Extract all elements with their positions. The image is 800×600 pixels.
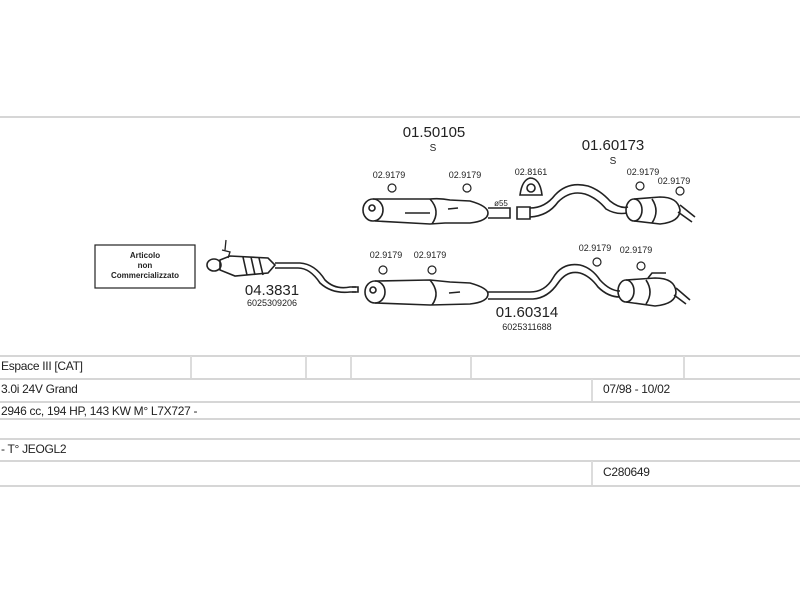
col-divider xyxy=(591,461,593,485)
kit-code[interactable]: C280649 xyxy=(603,465,650,479)
rear-silencer-upper xyxy=(516,183,696,225)
row-divider xyxy=(0,418,800,420)
diameter-label: ø55 xyxy=(494,199,508,208)
part-code-cat[interactable]: 04.3831 xyxy=(245,282,299,299)
not-sold-line: non xyxy=(138,261,153,270)
row-divider xyxy=(0,378,800,380)
not-sold-line: Articolo xyxy=(130,251,160,260)
part-code-rear-upper[interactable]: 01.60173 xyxy=(582,137,645,154)
part-code-mount[interactable]: 02.9179 xyxy=(620,245,653,255)
front-silencer-upper xyxy=(362,197,511,225)
rear-silencer-lower xyxy=(617,272,691,307)
row-divider xyxy=(0,355,800,357)
part-code-lower[interactable]: 01.60314 xyxy=(496,304,559,321)
part-code-front-upper[interactable]: 01.50105 xyxy=(403,124,466,141)
part-code-mount[interactable]: 02.9179 xyxy=(579,243,612,253)
row-divider xyxy=(0,460,800,462)
part-suffix: S xyxy=(610,156,617,167)
part-code-mount[interactable]: 02.9179 xyxy=(449,170,482,180)
part-code-mount[interactable]: 02.9179 xyxy=(658,176,691,186)
not-sold-line: Commercializzato xyxy=(111,271,179,280)
top-border xyxy=(0,116,800,118)
not-sold-box xyxy=(94,244,196,289)
catalyst-part xyxy=(206,239,356,294)
part-suffix: S xyxy=(430,143,437,154)
part-code-mount[interactable]: 02.9179 xyxy=(373,170,406,180)
row-divider xyxy=(0,401,800,403)
col-divider xyxy=(591,379,593,401)
col-divider xyxy=(305,356,307,378)
col-divider xyxy=(350,356,352,378)
row-divider xyxy=(0,438,800,440)
clamp-part xyxy=(519,177,543,196)
vehicle-type: - T° JEOGL2 xyxy=(1,442,67,456)
col-divider xyxy=(190,356,192,378)
vehicle-model: Espace III [CAT] xyxy=(1,359,83,373)
production-dates: 07/98 - 10/02 xyxy=(603,382,670,396)
front-silencer-lower xyxy=(352,263,621,306)
row-divider xyxy=(0,485,800,487)
part-code-mount[interactable]: 02.9179 xyxy=(627,167,660,177)
exhaust-diagram: Articolo non Commercializzato 04.3831 60… xyxy=(94,124,696,332)
part-code-mount[interactable]: 02.9179 xyxy=(370,250,403,260)
rubber-mount-icons xyxy=(378,181,685,275)
engine-specs: 2946 cc, 194 HP, 143 KW M° L7X727 - xyxy=(1,404,198,418)
part-code-clamp[interactable]: 02.8161 xyxy=(515,167,548,177)
part-ref-lower: 6025311688 xyxy=(502,322,551,332)
engine-version: 3.0i 24V Grand xyxy=(1,382,78,396)
col-divider xyxy=(470,356,472,378)
part-code-mount[interactable]: 02.9179 xyxy=(414,250,447,260)
col-divider xyxy=(683,356,685,378)
part-ref-cat: 6025309206 xyxy=(247,298,297,308)
